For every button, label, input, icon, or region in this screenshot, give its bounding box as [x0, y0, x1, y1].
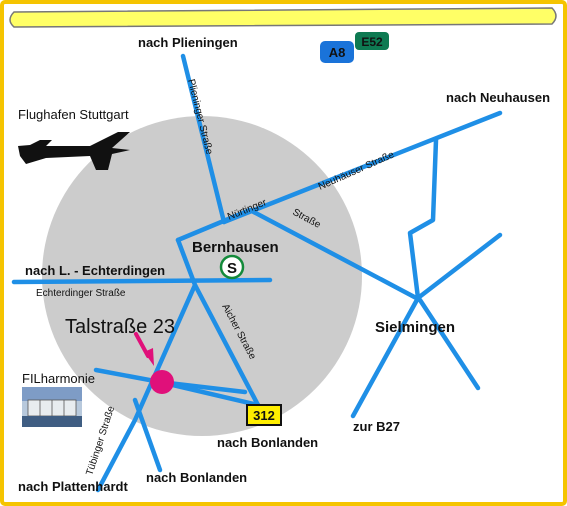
road-b27-south: [350, 295, 421, 419]
airport-label: Flughafen Stuttgart: [18, 107, 129, 122]
sbahn-label: S: [227, 260, 237, 277]
route-312-label: 312: [253, 408, 275, 423]
building-photo: [22, 387, 82, 427]
destination-label: Talstraße 23: [65, 316, 175, 338]
location-marker-icon: [150, 370, 174, 394]
direction-b27-label: zur B27: [353, 419, 400, 434]
pointer-arrow-icon: [134, 332, 154, 366]
road-neuhaeuser: [221, 110, 503, 225]
route-312-sign: 312: [246, 404, 282, 426]
road-bonlanden-south: [132, 397, 163, 473]
direction-bonlanden-south-label: nach Bonlanden: [146, 470, 247, 485]
road-plieninger: [180, 53, 227, 225]
highway-band: [9, 7, 557, 28]
road-tuebinger: [95, 237, 198, 493]
direction-echterdingen-label: nach L. - Echterdingen: [25, 263, 165, 278]
venue-label: FILharmonie: [22, 371, 95, 386]
road-nuertinger: [175, 207, 481, 391]
road-echterdinger: [11, 277, 273, 285]
direction-plieningen-label: nach Plieningen: [138, 35, 238, 50]
road-network: [11, 53, 503, 493]
a8-label: A8: [329, 45, 346, 60]
e52-badge: E52: [355, 32, 389, 50]
direction-neuhausen-label: nach Neuhausen: [446, 90, 550, 105]
sbahn-icon: S: [219, 254, 245, 280]
road-sielmingen-east: [415, 232, 503, 301]
road-aicher: [192, 282, 261, 408]
town-label: Bernhausen: [192, 239, 279, 256]
street-echterdinger-label: Echterdinger Straße: [36, 288, 126, 299]
direction-bonlanden-east-label: nach Bonlanden: [217, 435, 318, 450]
neighbor-town-label: Sielmingen: [375, 319, 455, 336]
a8-badge: A8: [320, 41, 354, 63]
direction-plattenhardt-label: nach Plattenhardt: [18, 479, 128, 494]
road-connector: [157, 379, 261, 408]
e52-label: E52: [361, 35, 383, 49]
bernhausen-area: [42, 116, 362, 436]
road-b27-north: [407, 137, 439, 301]
airplane-icon: [18, 132, 130, 170]
